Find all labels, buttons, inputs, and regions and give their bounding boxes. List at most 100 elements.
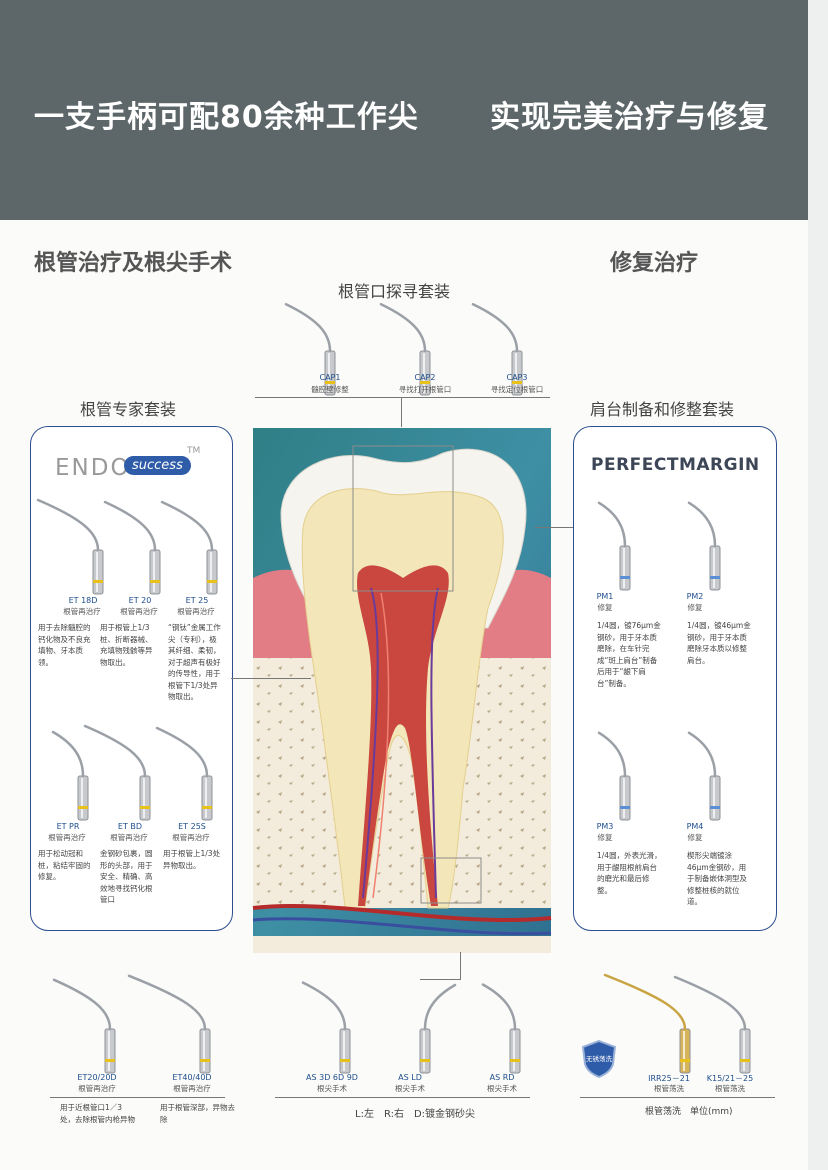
tip-drawing (155, 726, 213, 821)
tip-drawing (597, 501, 631, 591)
pm-connector (535, 527, 573, 528)
endo-tip-name: 根管再治疗 (177, 607, 215, 616)
badge-text: 无锈荡洗 (586, 1054, 613, 1063)
irr-baseline (580, 1097, 775, 1098)
endo-tip-name: 根管再治疗 (110, 833, 148, 842)
endo-tip-code: ET PR (56, 822, 80, 831)
cap-tip-name: 寻找定位根管口 (490, 385, 544, 394)
bottom-tip-name: 根管再治疗 (173, 1084, 211, 1093)
tip-drawing (597, 731, 631, 821)
tip-drawing (301, 981, 351, 1074)
endo-tip-desc: 金钢砂包裹，圆形的头部，用于安全、精确、高效地寻找钙化根管口 (100, 849, 153, 904)
cap-connector (401, 397, 402, 427)
bottom-tip-name: 根尖手术 (317, 1084, 347, 1093)
cap-tip-name: 寻找打开根管口 (398, 385, 452, 394)
pm-brand: PERFECTMARGIN (591, 455, 760, 475)
endo-tip-name: 根管再治疗 (120, 607, 158, 616)
pm-tip-code: PM1 (596, 592, 614, 601)
endo-tip-name: 根管再治疗 (63, 607, 101, 616)
pm-kit-panel (573, 426, 777, 931)
bottom-left-baseline (50, 1097, 225, 1098)
bottom-connector-h (420, 979, 461, 980)
tip-drawing (603, 973, 691, 1074)
endo-tip-code: ET 25S (178, 822, 206, 831)
tip-drawing (103, 500, 161, 595)
bottom-tip-name: 根管荡洗 (654, 1084, 684, 1093)
endo-kit-panel (30, 426, 233, 931)
cap-tip-name: 髓腔壁修整 (311, 385, 349, 394)
bottom-tip-name: 根尖手术 (395, 1084, 425, 1093)
banner-right-title: 实现完美治疗与修复 (490, 100, 769, 135)
endo-tip-code: ET BD (117, 822, 143, 831)
tip-drawing (51, 730, 89, 821)
pm-kit-title: 肩台制备和修整套装 (590, 400, 735, 419)
endo-tip-code: ET 25 (185, 596, 209, 605)
stainless-badge-icon: 无锈荡洗 (582, 1040, 616, 1078)
pm-tip-desc: 1/4圆，外表光滑，用于龈阻根前肩台的磨光和最后修整。 (597, 851, 662, 895)
banner-left-title: 一支手柄可配80余种工作尖 (34, 100, 419, 135)
tip-drawing (673, 975, 751, 1074)
tip-drawing (127, 974, 211, 1074)
cap-kit-title: 根管口探寻套装 (338, 282, 451, 301)
endo-kit-title: 根管专家套装 (80, 400, 177, 419)
endo-tip-desc: 用于去除髓腔的钙化物及不良充填物、牙本质领。 (38, 623, 91, 667)
bottom-tip-code: ET20/20D (77, 1073, 117, 1082)
endo-tip-desc: 用于松动冠和桩，粘结牢固的修复。 (38, 849, 91, 881)
endo-connector (231, 678, 311, 679)
section-title-endo-surgery: 根管治疗及根尖手术 (34, 251, 233, 276)
tip-drawing (419, 983, 457, 1074)
bottom-tip-code: AS LD (398, 1073, 422, 1082)
cap-tip-code: CAP3 (506, 373, 528, 382)
pm-tip-name: 修复 (597, 833, 613, 842)
endo-brand-pill: success (124, 456, 191, 475)
pm-tip-name: 修复 (597, 603, 613, 612)
bottom-tip-name: 根尖手术 (487, 1084, 517, 1093)
section-title-restoration: 修复治疗 (610, 251, 699, 276)
endo-tip-name: 根管再治疗 (48, 833, 86, 842)
as-baseline (275, 1097, 530, 1098)
endo-tip-code: ET 18D (68, 596, 98, 605)
bottom-tip-desc: 用于根管深部，异物去除 (160, 1103, 235, 1124)
tip-drawing (471, 302, 523, 396)
bottom-tip-name: 根管荡洗 (715, 1084, 745, 1093)
endo-tip-code: ET 20 (128, 596, 152, 605)
endo-tip-desc: “钢钛”金属工作尖（专利），极其纤细、柔韧，对于超声有极好的传导性，用于根管下1… (168, 623, 221, 701)
cap-tip-code: CAP1 (319, 373, 341, 382)
pm-tip-desc: 1/4圆，镀46μm金钢砂，用于牙本质磨除牙本质以修整肩台。 (687, 621, 751, 665)
pm-tip-name: 修复 (687, 603, 703, 612)
tip-drawing (379, 302, 431, 396)
page-edge (808, 0, 828, 1170)
tip-drawing (36, 498, 104, 595)
tip-drawing (83, 724, 151, 821)
endo-tip-desc: 用于根管上1/3处异物取出。 (163, 849, 221, 870)
irr-footnote: 根管荡洗 单位(mm) (645, 1107, 733, 1117)
bottom-tip-code: ET40/40D (172, 1073, 212, 1082)
tooth-cross-section-illustration (252, 428, 552, 953)
pm-tip-name: 修复 (687, 833, 703, 842)
bottom-tip-name: 根管再治疗 (78, 1084, 116, 1093)
pm-tip-desc: 1/4圆，镀76μm金钢砂，用于牙本质磨除，在车针完成“斑上肩台”制备后用于“龈… (597, 621, 661, 688)
tip-drawing (284, 302, 336, 396)
bottom-tip-code: IRR25－21 (648, 1074, 690, 1083)
tip-drawing (160, 500, 218, 595)
bottom-tip-code: K15/21－25 (706, 1074, 754, 1083)
as-footnote: L:左 R:右 D:镀金钢砂尖 (355, 1109, 476, 1120)
pm-tip-code: PM3 (596, 822, 614, 831)
tip-drawing (481, 983, 521, 1074)
endo-brand-tm: TM (187, 446, 201, 456)
tooth-svg (252, 428, 552, 953)
bottom-tip-code: AS RD (489, 1073, 515, 1082)
tip-drawing (687, 501, 721, 591)
bottom-tip-code: AS 3D 6D 9D (306, 1073, 358, 1082)
cap-baseline (255, 397, 550, 398)
header-banner (0, 0, 808, 220)
pm-tip-desc: 楔形尖端镀涂46μm金钢砂，用于制备嵌体洞型及修整桩核的就位道。 (687, 851, 747, 906)
bottom-connector (460, 952, 461, 980)
endo-tip-desc: 用于根管上1/3桩、折断器械、充填物残骸等异物取出。 (100, 623, 153, 667)
pm-tip-code: PM4 (686, 822, 704, 831)
tip-drawing (687, 731, 721, 821)
pm-tip-code: PM2 (686, 592, 704, 601)
endo-tip-name: 根管再治疗 (172, 833, 210, 842)
endo-brand-word: ENDO (55, 455, 131, 481)
cap-tip-code: CAP2 (414, 373, 436, 382)
